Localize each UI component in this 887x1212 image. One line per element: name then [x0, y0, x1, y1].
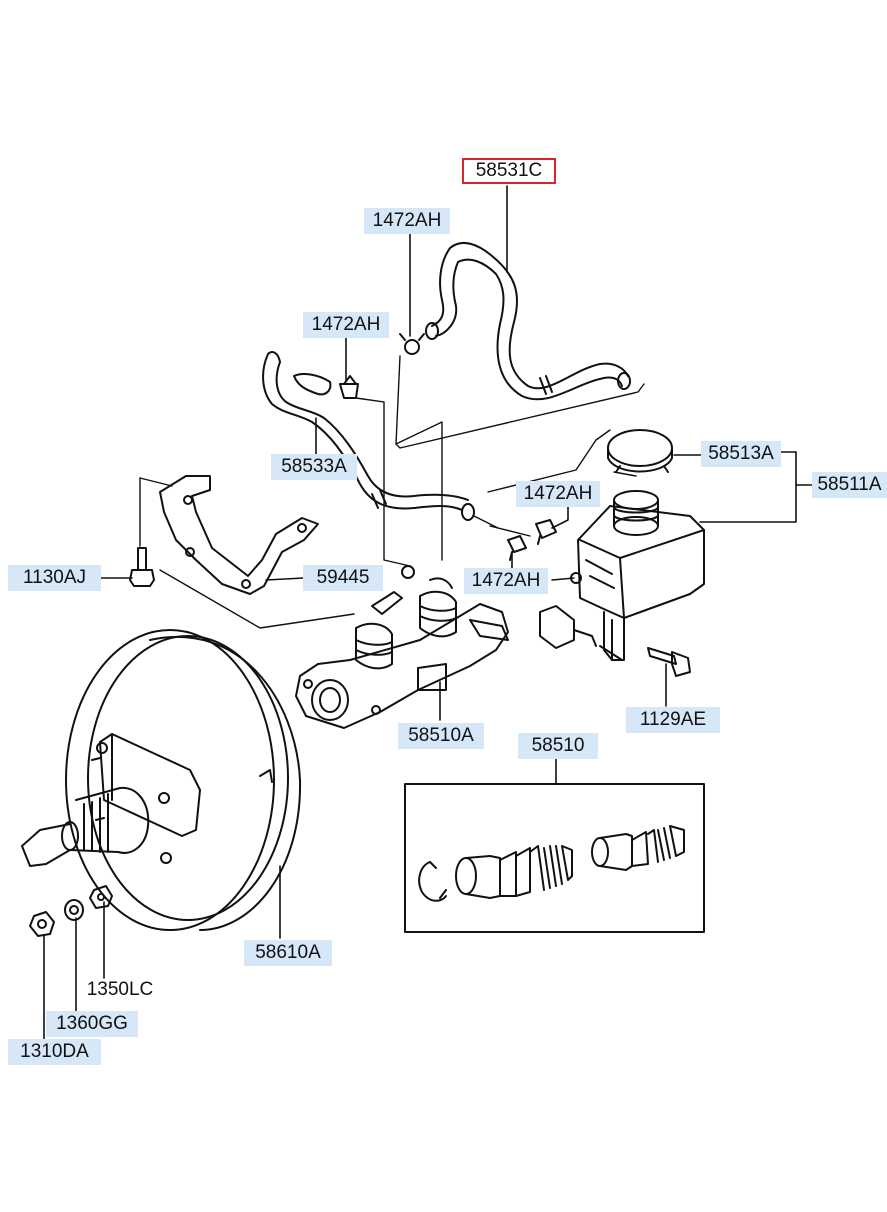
- bolt-1129AE: [647, 647, 691, 677]
- part-label-1310DA[interactable]: 1310DA: [8, 1039, 101, 1065]
- washer-1360GG: [64, 899, 84, 921]
- clamp-1472AH-a: [399, 333, 425, 355]
- part-label-58533A[interactable]: 58533A: [271, 454, 357, 480]
- reservoir-cap-58513A: [607, 429, 673, 473]
- bracket-59445: [159, 475, 319, 595]
- part-label-58511A[interactable]: 58511A: [812, 472, 887, 498]
- reservoir-58511A: [577, 505, 705, 661]
- nut-1310DA: [29, 911, 55, 937]
- brake-booster-58610A: [65, 629, 302, 931]
- part-label-58513A[interactable]: 58513A: [701, 441, 781, 467]
- nut-1350LC: [89, 885, 113, 909]
- reservoir-neck: [613, 490, 659, 536]
- clamp-1472AH-c: [535, 519, 557, 545]
- part-label-1350LC[interactable]: 1350LC: [86, 979, 154, 1000]
- kit-box-58510: [404, 783, 705, 933]
- hose-58531C: [425, 241, 631, 401]
- part-label-1360GG[interactable]: 1360GG: [46, 1011, 138, 1037]
- hose-58533A: [262, 351, 475, 521]
- bolt-1130AJ: [129, 547, 155, 587]
- part-label-1472AH-b[interactable]: 1472AH: [303, 312, 389, 338]
- master-cylinder-58510A: [295, 565, 582, 729]
- part-label-1472AH-c[interactable]: 1472AH: [516, 481, 600, 507]
- part-label-58531C[interactable]: 58531C: [462, 158, 556, 184]
- part-label-59445[interactable]: 59445: [303, 565, 383, 591]
- clamp-1472AH-d: [507, 535, 527, 561]
- clamp-1472AH-b: [339, 375, 359, 399]
- part-label-1472AH-d[interactable]: 1472AH: [464, 568, 548, 594]
- level-sensor-plug: [539, 605, 597, 649]
- kit-piston-parts: [418, 825, 685, 902]
- part-label-1130AJ[interactable]: 1130AJ: [8, 565, 101, 591]
- callout-lines: [43, 185, 813, 1041]
- part-label-58610A[interactable]: 58610A: [244, 940, 332, 966]
- booster-push-rod: [21, 786, 150, 867]
- part-label-1472AH-a[interactable]: 1472AH: [364, 208, 450, 234]
- part-label-1129AE[interactable]: 1129AE: [626, 707, 720, 733]
- part-label-58510A[interactable]: 58510A: [398, 723, 484, 749]
- part-label-58510[interactable]: 58510: [518, 733, 598, 759]
